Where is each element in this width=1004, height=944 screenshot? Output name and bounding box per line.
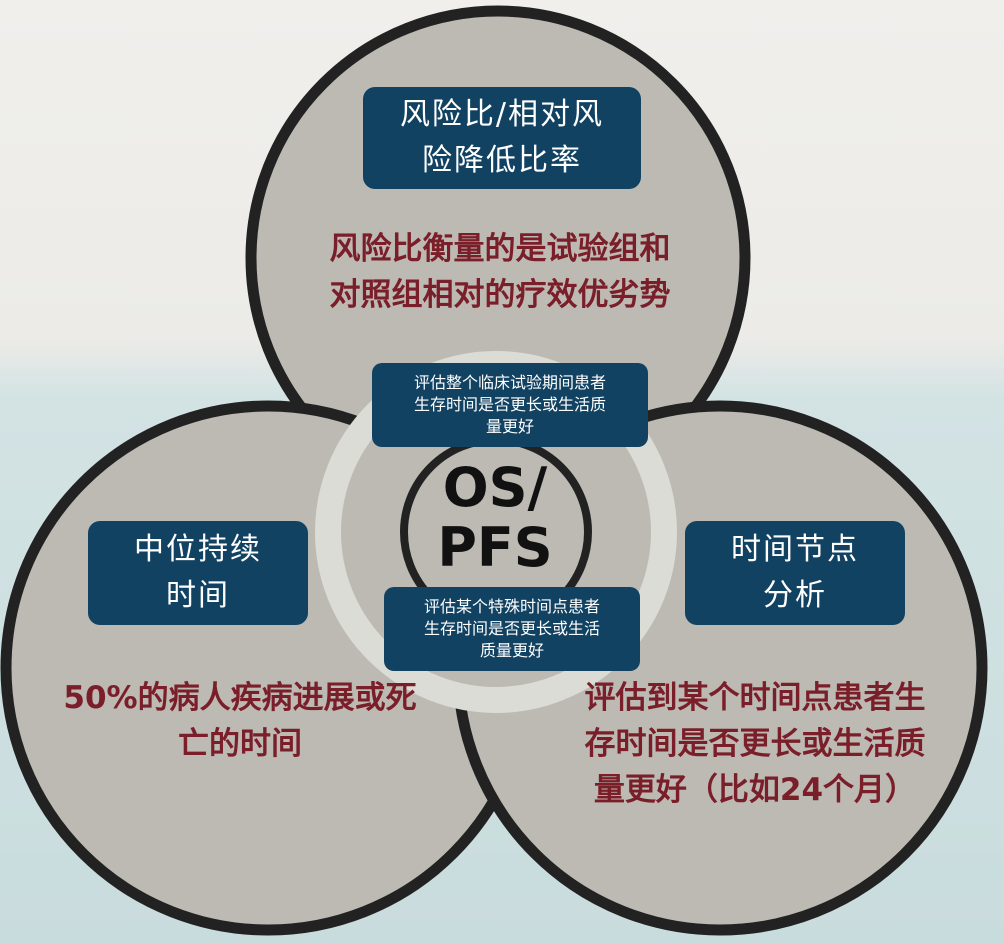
left-description: 50%的病人疾病进展或死 亡的时间 xyxy=(63,680,417,762)
top-title-box: 风险比/相对风 险降低比率 xyxy=(363,87,641,189)
right-description: 评估到某个时间点患者生 存时间是否更长或生活质 量更好（比如24个月） xyxy=(584,680,926,808)
top-description: 风险比衡量的是试验组和 对照组相对的疗效优劣势 xyxy=(329,231,671,313)
inner-top-box: 评估整个临床试验期间患者 生存时间是否更长或生活质 量更好 xyxy=(372,363,648,447)
right-title-box: 时间节点 分析 xyxy=(685,521,905,625)
center-label: OS/ PFS xyxy=(437,456,553,579)
inner-bottom-box: 评估某个特殊时间点患者 生存时间是否更长或生活 质量更好 xyxy=(384,587,640,671)
left-title-box: 中位持续 时间 xyxy=(88,521,308,625)
